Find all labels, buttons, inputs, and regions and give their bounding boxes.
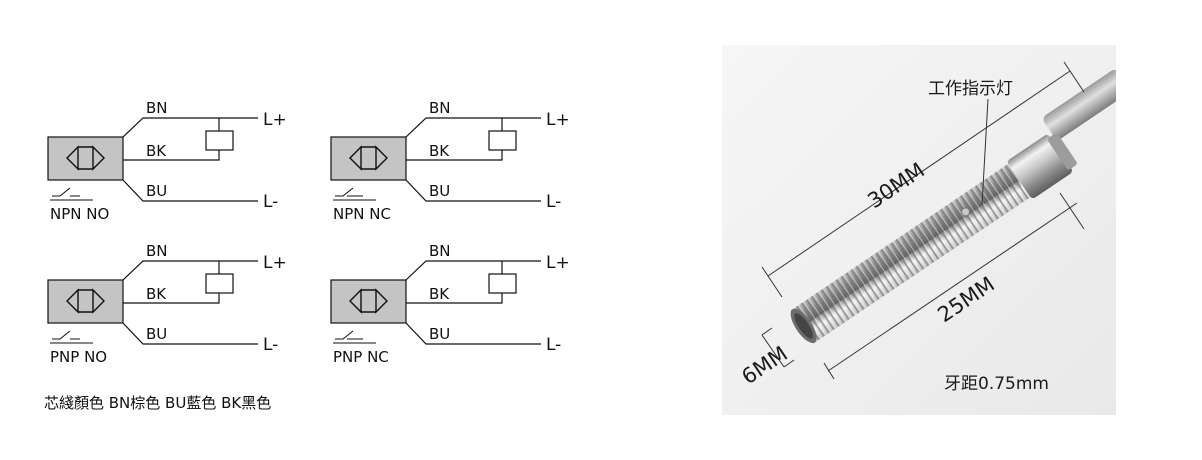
wire-label-bk: BK — [429, 142, 450, 160]
wire-label-bk: BK — [146, 142, 167, 160]
brown-wire — [405, 260, 541, 281]
terminal-positive: L+ — [546, 110, 570, 130]
terminal-positive: L+ — [263, 110, 287, 130]
diagram-npn-no: BN BK BU L+ L- NPN NO — [47, 99, 287, 223]
black-wire — [123, 293, 220, 304]
threaded-barrel — [790, 163, 1031, 344]
sensor-symbol — [66, 288, 105, 314]
diagram-title: NPN NC — [333, 205, 391, 223]
black-wire — [406, 293, 503, 304]
sensor-body — [330, 279, 407, 324]
sensor-symbol — [66, 145, 105, 171]
terminal-negative: L- — [546, 335, 561, 355]
sensor-body — [330, 136, 407, 181]
sensor-symbol — [349, 288, 388, 314]
load-relay — [205, 273, 234, 294]
blue-wire — [122, 179, 258, 202]
diagram-title: PNP NO — [50, 348, 107, 366]
wire-label-bn: BN — [146, 242, 168, 260]
load-relay — [488, 273, 517, 294]
terminal-negative: L- — [263, 192, 278, 212]
terminal-positive: L+ — [263, 253, 287, 273]
wire-label-bk: BK — [146, 285, 167, 303]
product-photo: 工作指示灯 30MM 25MM 6MM 牙距0.75mm — [722, 45, 1116, 415]
diagram-title: PNP NC — [333, 348, 389, 366]
switch-symbol-no — [52, 187, 80, 197]
wire-color-note: 芯綫顏色 BN棕色 BU藍色 BK黑色 — [44, 394, 271, 412]
wire-label-bn: BN — [429, 99, 451, 117]
switch-symbol-nc — [335, 187, 363, 197]
switch-symbol-nc — [335, 330, 363, 340]
wiring-diagrams: BN BK BU L+ L- NPN NO BN BK BU L+ L- NPN… — [44, 99, 570, 412]
terminal-negative: L- — [546, 192, 561, 212]
wire-label-bu: BU — [429, 325, 450, 343]
indicator-label: 工作指示灯 — [928, 79, 1013, 99]
diagram-npn-nc: BN BK BU L+ L- NPN NC — [330, 99, 570, 223]
load-relay — [205, 130, 234, 151]
sensor-cable — [1043, 70, 1116, 139]
sensor-body — [47, 279, 124, 324]
brown-wire — [122, 117, 258, 138]
blue-wire — [405, 179, 541, 202]
diagram-pnp-no: BN BK BU L+ L- PNP NO — [47, 242, 287, 366]
diagram-pnp-nc: BN BK BU L+ L- PNP NC — [330, 242, 570, 366]
indicator-leader-line — [981, 98, 989, 206]
terminal-negative: L- — [263, 335, 278, 355]
sensing-face-inner — [794, 313, 814, 339]
black-wire — [123, 150, 220, 161]
terminal-positive: L+ — [546, 253, 570, 273]
black-wire — [406, 150, 503, 161]
brown-wire — [122, 260, 258, 281]
blue-wire — [405, 322, 541, 345]
brown-wire — [405, 117, 541, 138]
wire-label-bu: BU — [146, 325, 167, 343]
sensor-body — [47, 136, 124, 181]
sensor-body-photo — [790, 133, 1077, 344]
wire-label-bu: BU — [429, 182, 450, 200]
thread-pitch-label: 牙距0.75mm — [944, 374, 1049, 394]
indicator-led — [961, 207, 971, 217]
diagram-title: NPN NO — [50, 205, 109, 223]
switch-symbol-no — [52, 330, 80, 340]
wire-label-bn: BN — [146, 99, 168, 117]
sensor-symbol — [349, 145, 388, 171]
wire-label-bu: BU — [146, 182, 167, 200]
wire-label-bk: BK — [429, 285, 450, 303]
load-relay — [488, 130, 517, 151]
blue-wire — [122, 322, 258, 345]
wire-label-bn: BN — [429, 242, 451, 260]
